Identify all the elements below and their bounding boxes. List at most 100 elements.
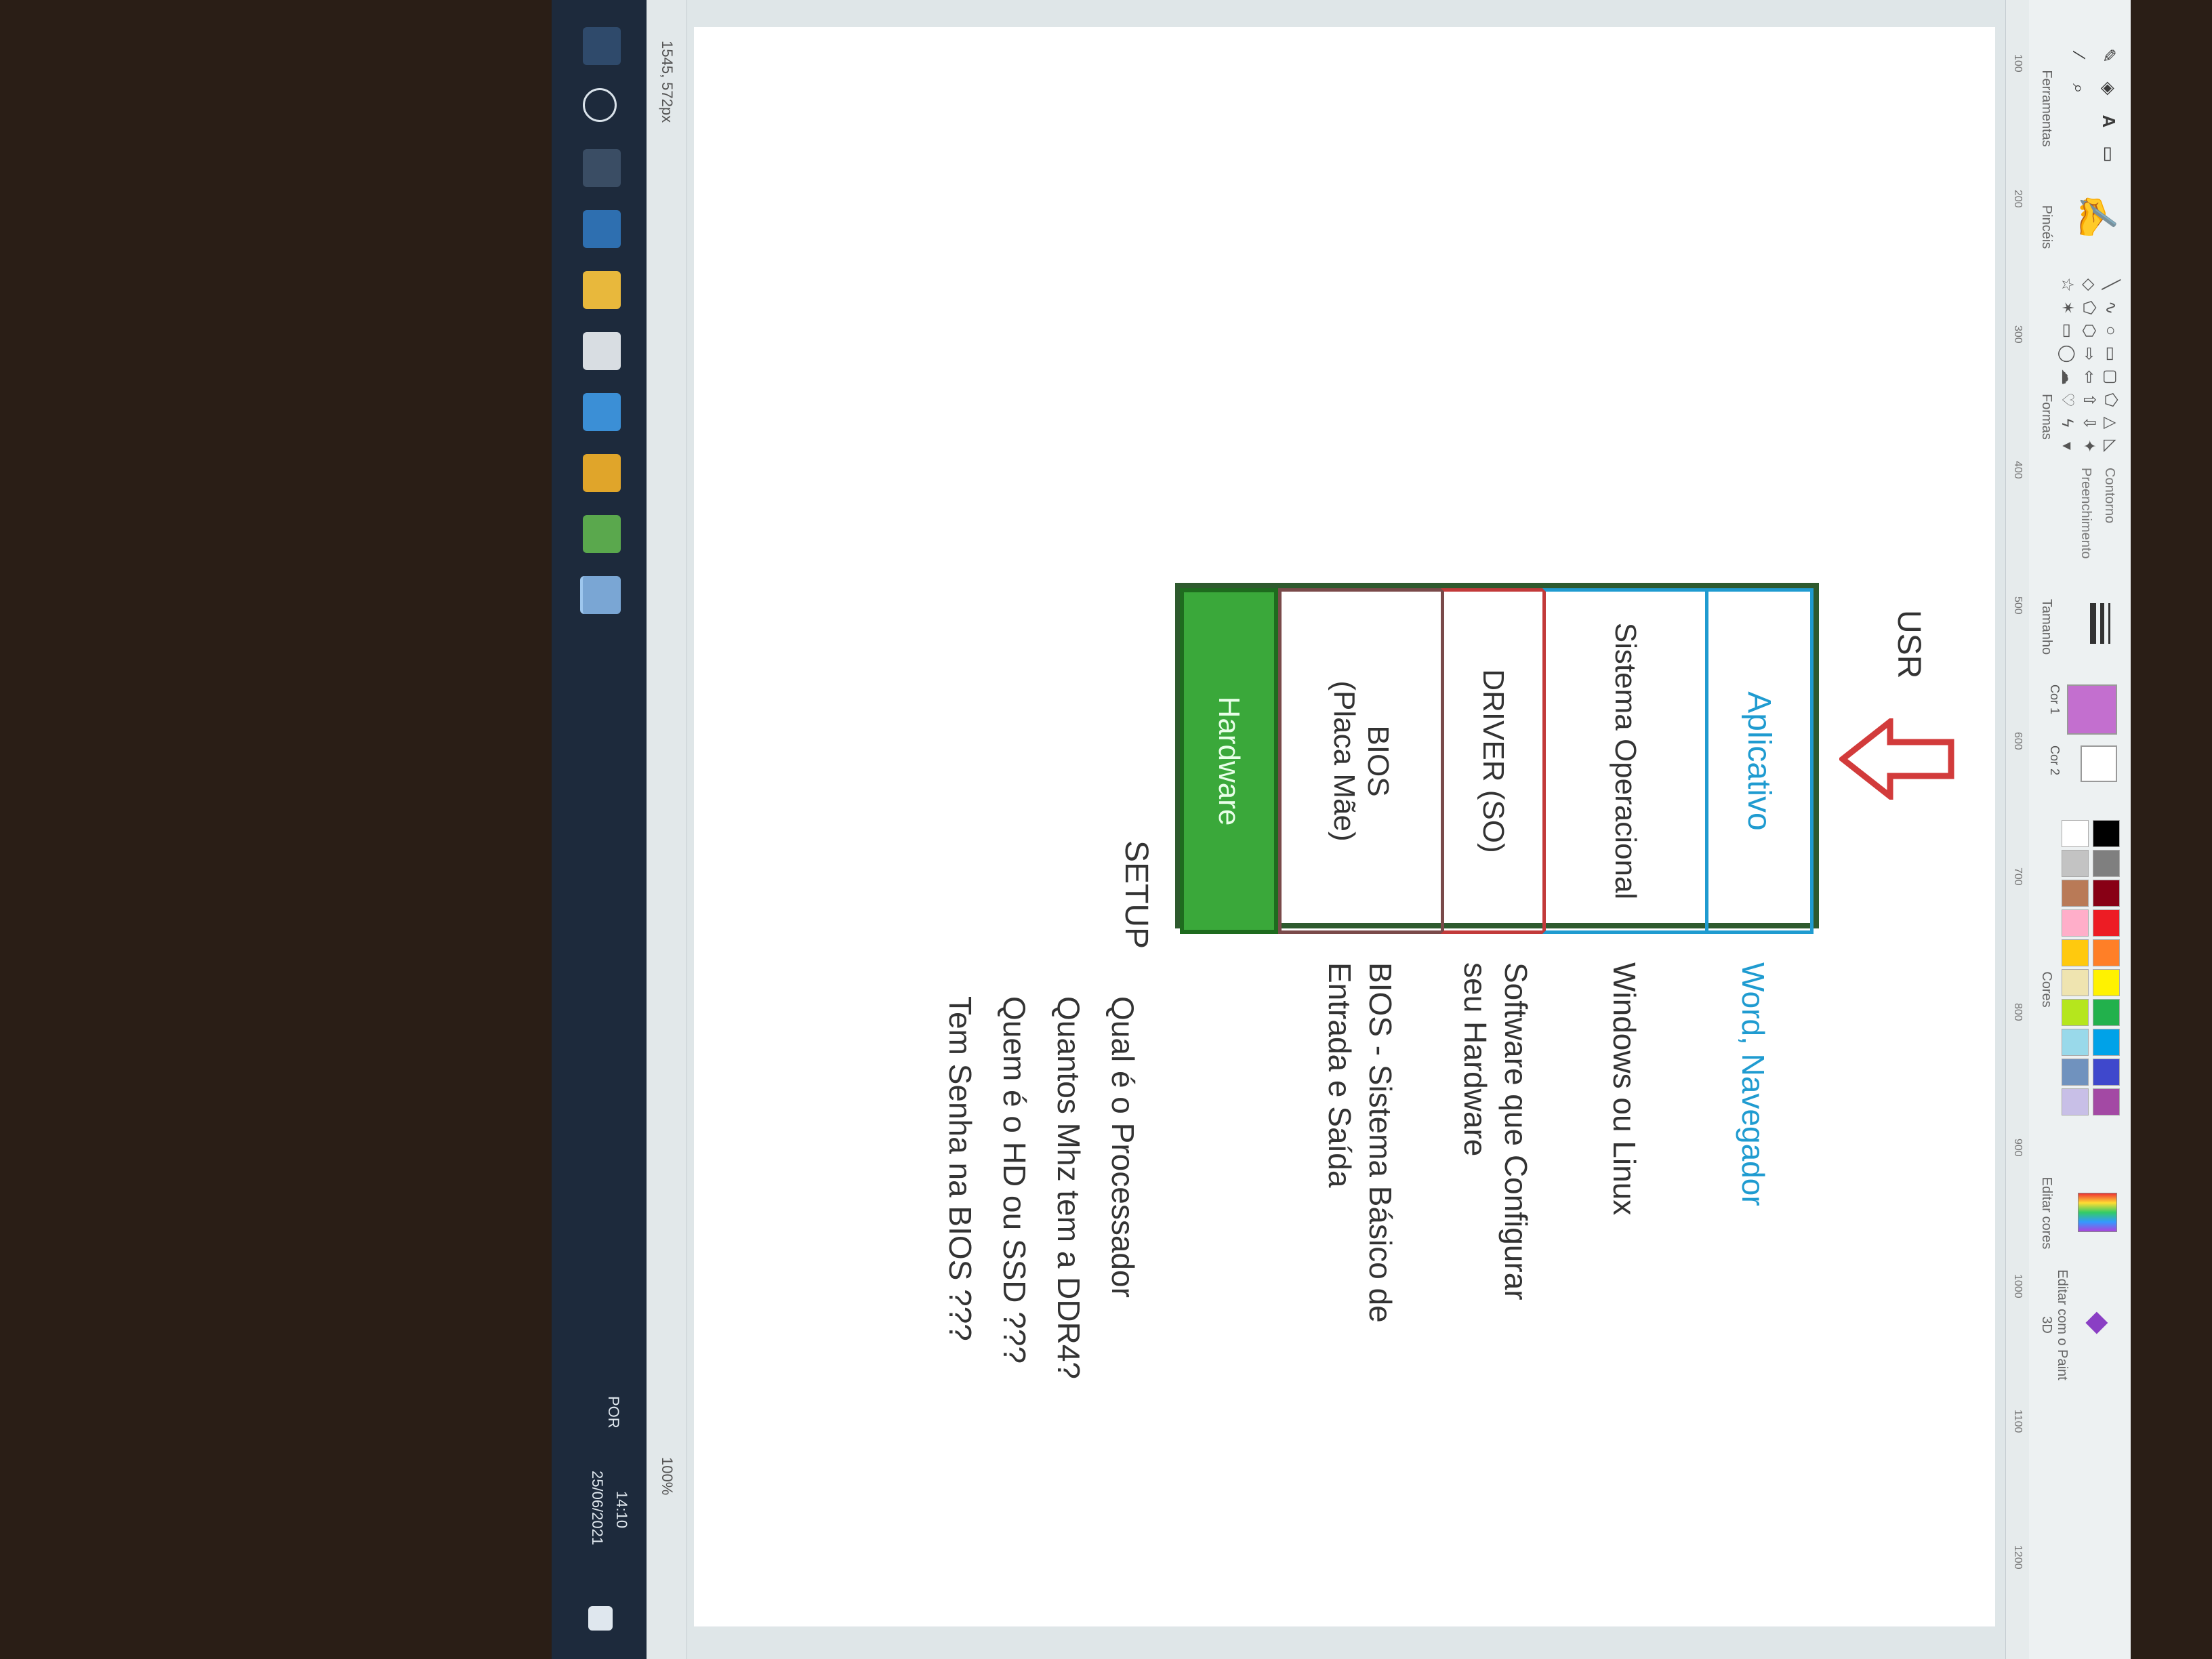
oval-shape-icon[interactable]: ○ (2102, 325, 2120, 336)
clock-time[interactable]: 14:10 (613, 1491, 630, 1529)
palette-color[interactable] (2062, 999, 2089, 1026)
clock-date[interactable]: 25/06/2021 (589, 1471, 606, 1546)
size-group: Tamanho (2036, 590, 2124, 664)
up-arrow-shape-icon[interactable]: ⇧ (2080, 392, 2098, 407)
palette-color[interactable] (2093, 999, 2120, 1026)
fill-bucket-icon[interactable]: ◈ (2099, 81, 2119, 96)
edit-colors-label[interactable]: Editar cores (2039, 1176, 2054, 1250)
desc-sistema-operacional: Windows ou Linux (1607, 962, 1642, 1216)
palette-color[interactable] (2093, 820, 2120, 847)
layer-label: Aplicativo (1741, 691, 1778, 831)
desc-bios-line2: Entrada e Saída (1322, 962, 1357, 1188)
palette-color[interactable] (2093, 939, 2120, 966)
brush-icon[interactable]: ✍ (2076, 194, 2117, 240)
magnifier-icon[interactable]: ⌕ (2069, 83, 2089, 94)
drawing-canvas[interactable]: USR Aplicativo Sistema Operacional DRIVE… (694, 27, 1995, 1626)
mail-icon[interactable] (583, 393, 621, 431)
more-shapes-icon[interactable]: ▾ (2058, 441, 2076, 451)
paint-taskbar-icon[interactable] (580, 576, 621, 614)
palette-color[interactable] (2093, 1088, 2120, 1115)
text-icon[interactable]: A (2099, 115, 2119, 128)
pentagon-shape-icon[interactable]: ⬠ (2080, 300, 2098, 315)
layer-driver: DRIVER (SO) (1441, 588, 1542, 934)
color-palette[interactable] (2062, 820, 2120, 1115)
palette-color[interactable] (2062, 939, 2089, 966)
palette-color[interactable] (2062, 880, 2089, 907)
zoom-level[interactable]: 100% (659, 1457, 676, 1496)
tools-group-label: Ferramentas (2039, 70, 2054, 147)
palette-color[interactable] (2062, 820, 2089, 847)
palette-color[interactable] (2062, 969, 2089, 996)
setup-label: SETUP (1118, 840, 1154, 949)
notifications-icon[interactable] (588, 1606, 613, 1631)
line-shape-icon[interactable]: ╲ (2102, 279, 2120, 290)
paint3d-label[interactable]: Editar com o Paint 3D (2039, 1269, 2070, 1380)
layer-aplicativo: Aplicativo (1705, 588, 1814, 934)
down-arrow-icon (1839, 718, 1954, 800)
star6-shape-icon[interactable]: ✶ (2058, 300, 2076, 315)
color2-swatch[interactable] (2081, 745, 2117, 782)
palette-color[interactable] (2093, 850, 2120, 877)
palette-color[interactable] (2093, 880, 2120, 907)
palette-color[interactable] (2093, 969, 2120, 996)
palette-color[interactable] (2093, 909, 2120, 937)
fill-button[interactable]: Preenchimento (2078, 468, 2093, 559)
ruler-tick: 800 (2012, 1003, 2024, 1021)
diamond-shape-icon[interactable]: ◇ (2080, 278, 2098, 291)
paint3d-icon[interactable]: ⬥ (2081, 1311, 2116, 1334)
palette-color[interactable] (2062, 1029, 2089, 1056)
callout-oval-shape-icon[interactable]: ◯ (2058, 344, 2076, 363)
ruler-tick: 900 (2012, 1139, 2024, 1157)
status-bar: 1545, 572px 100% (646, 0, 687, 1659)
right-arrow-shape-icon[interactable]: ⇨ (2080, 346, 2098, 361)
pencil-icon[interactable]: ✎ (2099, 48, 2119, 63)
left-arrow-shape-icon[interactable]: ⇦ (2080, 369, 2098, 384)
polygon-shape-icon[interactable]: ⬠ (2102, 392, 2120, 407)
start-button-icon[interactable] (583, 27, 621, 65)
shapes-group-label: Formas (2039, 394, 2054, 440)
right-triangle-shape-icon[interactable]: ◺ (2102, 439, 2120, 453)
file-explorer-icon[interactable] (583, 271, 621, 309)
callout-rect-shape-icon[interactable]: ▭ (2058, 323, 2076, 339)
eraser-icon[interactable]: ▭ (2099, 146, 2119, 163)
callout-cloud-shape-icon[interactable]: ☁ (2058, 369, 2076, 385)
triangle-shape-icon[interactable]: △ (2102, 416, 2120, 430)
colors-group: Cores (2036, 820, 2124, 1159)
question-3: Quem é o HD ou SSD ??? (997, 996, 1032, 1364)
firefox-icon[interactable] (583, 454, 621, 492)
palette-color[interactable] (2062, 1088, 2089, 1115)
size-lines-icon[interactable] (2086, 603, 2114, 644)
edge-icon[interactable] (583, 210, 621, 248)
palette-color[interactable] (2093, 1029, 2120, 1056)
star4-shape-icon[interactable]: ✦ (2080, 438, 2098, 453)
heart-shape-icon[interactable]: ♡ (2058, 392, 2076, 407)
curve-shape-icon[interactable]: ∿ (2102, 300, 2120, 315)
outline-button[interactable]: Contorno (2102, 468, 2117, 524)
color-picker-icon[interactable]: ⁄ (2069, 54, 2089, 58)
rounded-rect-shape-icon[interactable]: ▢ (2102, 369, 2120, 385)
hexagon-shape-icon[interactable]: ⬡ (2080, 323, 2098, 338)
palette-color[interactable] (2062, 850, 2089, 877)
edit-colors-icon[interactable] (2078, 1193, 2117, 1232)
task-view-icon[interactable] (583, 149, 621, 187)
search-icon[interactable] (583, 88, 617, 122)
palette-color[interactable] (2062, 909, 2089, 937)
store-icon[interactable] (583, 332, 621, 370)
palette-color[interactable] (2062, 1059, 2089, 1086)
paint-window: ✎ ◈ A ▭ ⁄ ⌕ Ferramentas ✍ Pincéis ╲ ∿ ○ … (552, 0, 2131, 1659)
star5-shape-icon[interactable]: ☆ (2058, 277, 2076, 292)
layer-label: DRIVER (SO) (1477, 669, 1511, 853)
rectangle-shape-icon[interactable]: ▭ (2102, 346, 2120, 362)
down-arrow-shape-icon[interactable]: ⇩ (2080, 415, 2098, 430)
ruler-tick: 400 (2012, 461, 2024, 479)
language-indicator[interactable]: POR (605, 1396, 622, 1429)
ruler-tick: 1000 (2012, 1274, 2024, 1298)
horizontal-ruler: 100 200 300 400 500 600 700 800 900 1000… (2005, 0, 2029, 1659)
lightning-shape-icon[interactable]: ϟ (2058, 418, 2076, 428)
chrome-icon[interactable] (583, 515, 621, 553)
layer-bios: BIOS (Placa Mãe) (1278, 588, 1441, 934)
layer-stack: Aplicativo Sistema Operacional DRIVER (S… (1175, 583, 1819, 934)
palette-color[interactable] (2093, 1059, 2120, 1086)
color1-swatch[interactable] (2067, 684, 2117, 735)
ruler-tick: 600 (2012, 732, 2024, 750)
